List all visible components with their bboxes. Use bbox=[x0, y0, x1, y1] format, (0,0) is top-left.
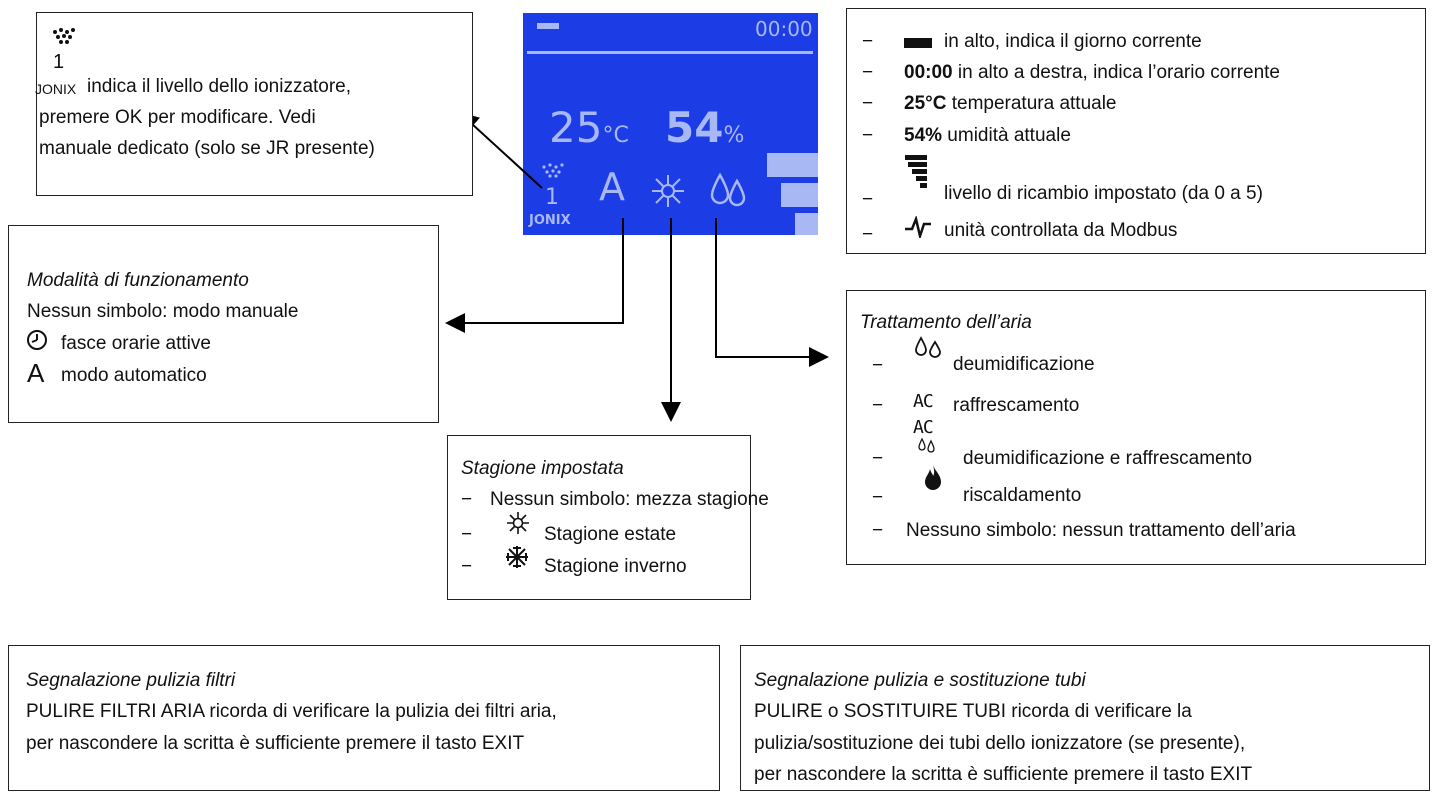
lcd-temperature: 25°C bbox=[549, 103, 629, 152]
ionizer-dots-icon bbox=[542, 163, 564, 178]
legend-temperature: 25°C temperatura attuale bbox=[904, 93, 1117, 114]
filters-title: Segnalazione pulizia filtri bbox=[26, 670, 236, 691]
filters-line2: per nascondere la scritta è sufficiente … bbox=[26, 733, 525, 754]
tubes-line2: pulizia/sostituzione dei tubi dello ioni… bbox=[754, 733, 1246, 754]
operating-mode-auto: modo automatico bbox=[61, 365, 207, 386]
cooling-dehum-icon-ac: AC bbox=[913, 417, 934, 438]
lcd-divider bbox=[527, 51, 813, 54]
filters-line1: PULIRE FILTRI ARIA ricorda di verificare… bbox=[26, 701, 557, 722]
lcd-time: 00:00 bbox=[755, 17, 813, 41]
air-none: Nessuno simbolo: nessun trattamento dell… bbox=[906, 520, 1296, 541]
ionizer-line3: manuale dedicato (solo se JR presente) bbox=[39, 138, 375, 159]
cooling-icon: AC bbox=[913, 391, 934, 412]
tubes-line1: PULIRE o SOSTITUIRE TUBI ricorda di veri… bbox=[754, 701, 1192, 722]
clock-icon bbox=[27, 330, 47, 350]
operating-mode-clock: fasce orarie attive bbox=[61, 333, 211, 354]
snowflake-icon bbox=[506, 546, 528, 568]
ionizer-icon-level: 1 bbox=[53, 51, 65, 73]
lcd-jonix-icon: 1 JONIX bbox=[529, 163, 579, 233]
air-heating: riscaldamento bbox=[963, 485, 1082, 506]
legend-time: 00:00 in alto a destra, indica l’orario … bbox=[904, 62, 1280, 83]
legend-humidity: 54% umidità attuale bbox=[904, 125, 1071, 146]
season-title: Stagione impostata bbox=[461, 458, 624, 479]
season-summer: Stagione estate bbox=[544, 524, 677, 545]
lcd-drops-icon bbox=[710, 172, 746, 207]
season-none: Nessun simbolo: mezza stagione bbox=[490, 489, 769, 510]
ionizer-dots-icon bbox=[53, 28, 75, 44]
ionizer-line2: premere OK per modificare. Vedi bbox=[39, 107, 316, 128]
tubes-line3: per nascondere la scritta è sufficiente … bbox=[754, 764, 1253, 785]
operating-mode-box: Modalità di funzionamento Nessun simbolo… bbox=[8, 225, 439, 423]
auto-icon: A bbox=[27, 358, 45, 388]
sun-icon bbox=[507, 512, 529, 534]
operating-mode-none: Nessun simbolo: modo manuale bbox=[27, 301, 299, 322]
tubes-box: Segnalazione pulizia e sostituzione tubi… bbox=[740, 645, 1430, 791]
air-treatment-title: Trattamento dell’aria bbox=[860, 312, 1032, 333]
season-box: Stagione impostata − Nessun simbolo: mez… bbox=[447, 435, 769, 600]
drops-icon bbox=[915, 336, 941, 358]
lcd-sun-icon bbox=[652, 175, 684, 207]
legend-modbus: unità controllata da Modbus bbox=[944, 220, 1178, 241]
legend-ventilation: livello di ricambio impostato (da 0 a 5) bbox=[944, 183, 1263, 204]
legend-day: in alto, indica il giorno corrente bbox=[944, 31, 1202, 52]
lcd-display: 00:00 25°C 54% 1 JONIX A bbox=[523, 13, 818, 235]
air-both: deumidificazione e raffrescamento bbox=[963, 448, 1253, 469]
lcd-humidity: 54% bbox=[665, 103, 745, 152]
ionizer-line1: indica il livello dello ionizzatore, bbox=[87, 76, 352, 97]
day-indicator bbox=[537, 23, 559, 29]
modbus-signal-icon bbox=[905, 216, 931, 238]
season-winter: Stagione inverno bbox=[544, 556, 687, 577]
flame-icon bbox=[925, 465, 941, 490]
lcd-mode-auto: A bbox=[599, 165, 625, 209]
operating-mode-title: Modalità di funzionamento bbox=[27, 270, 249, 291]
air-dehum: deumidificazione bbox=[953, 354, 1095, 375]
ionizer-box: 1 JONIX indica il livello dello ionizzat… bbox=[35, 12, 473, 196]
air-cooling: raffrescamento bbox=[953, 395, 1080, 416]
status-legend-box: − in alto, indica il giorno corrente − 0… bbox=[846, 8, 1426, 254]
ionizer-icon-label: JONIX bbox=[35, 81, 77, 97]
tubes-title: Segnalazione pulizia e sostituzione tubi bbox=[754, 670, 1086, 691]
ventilation-level-icon bbox=[905, 155, 927, 188]
cooling-dehum-drops-icon bbox=[918, 438, 935, 453]
air-treatment-box: Trattamento dell’aria − deumidificazione… bbox=[846, 290, 1426, 565]
filters-box: Segnalazione pulizia filtri PULIRE FILTR… bbox=[8, 645, 720, 791]
day-bar-icon bbox=[904, 38, 932, 48]
